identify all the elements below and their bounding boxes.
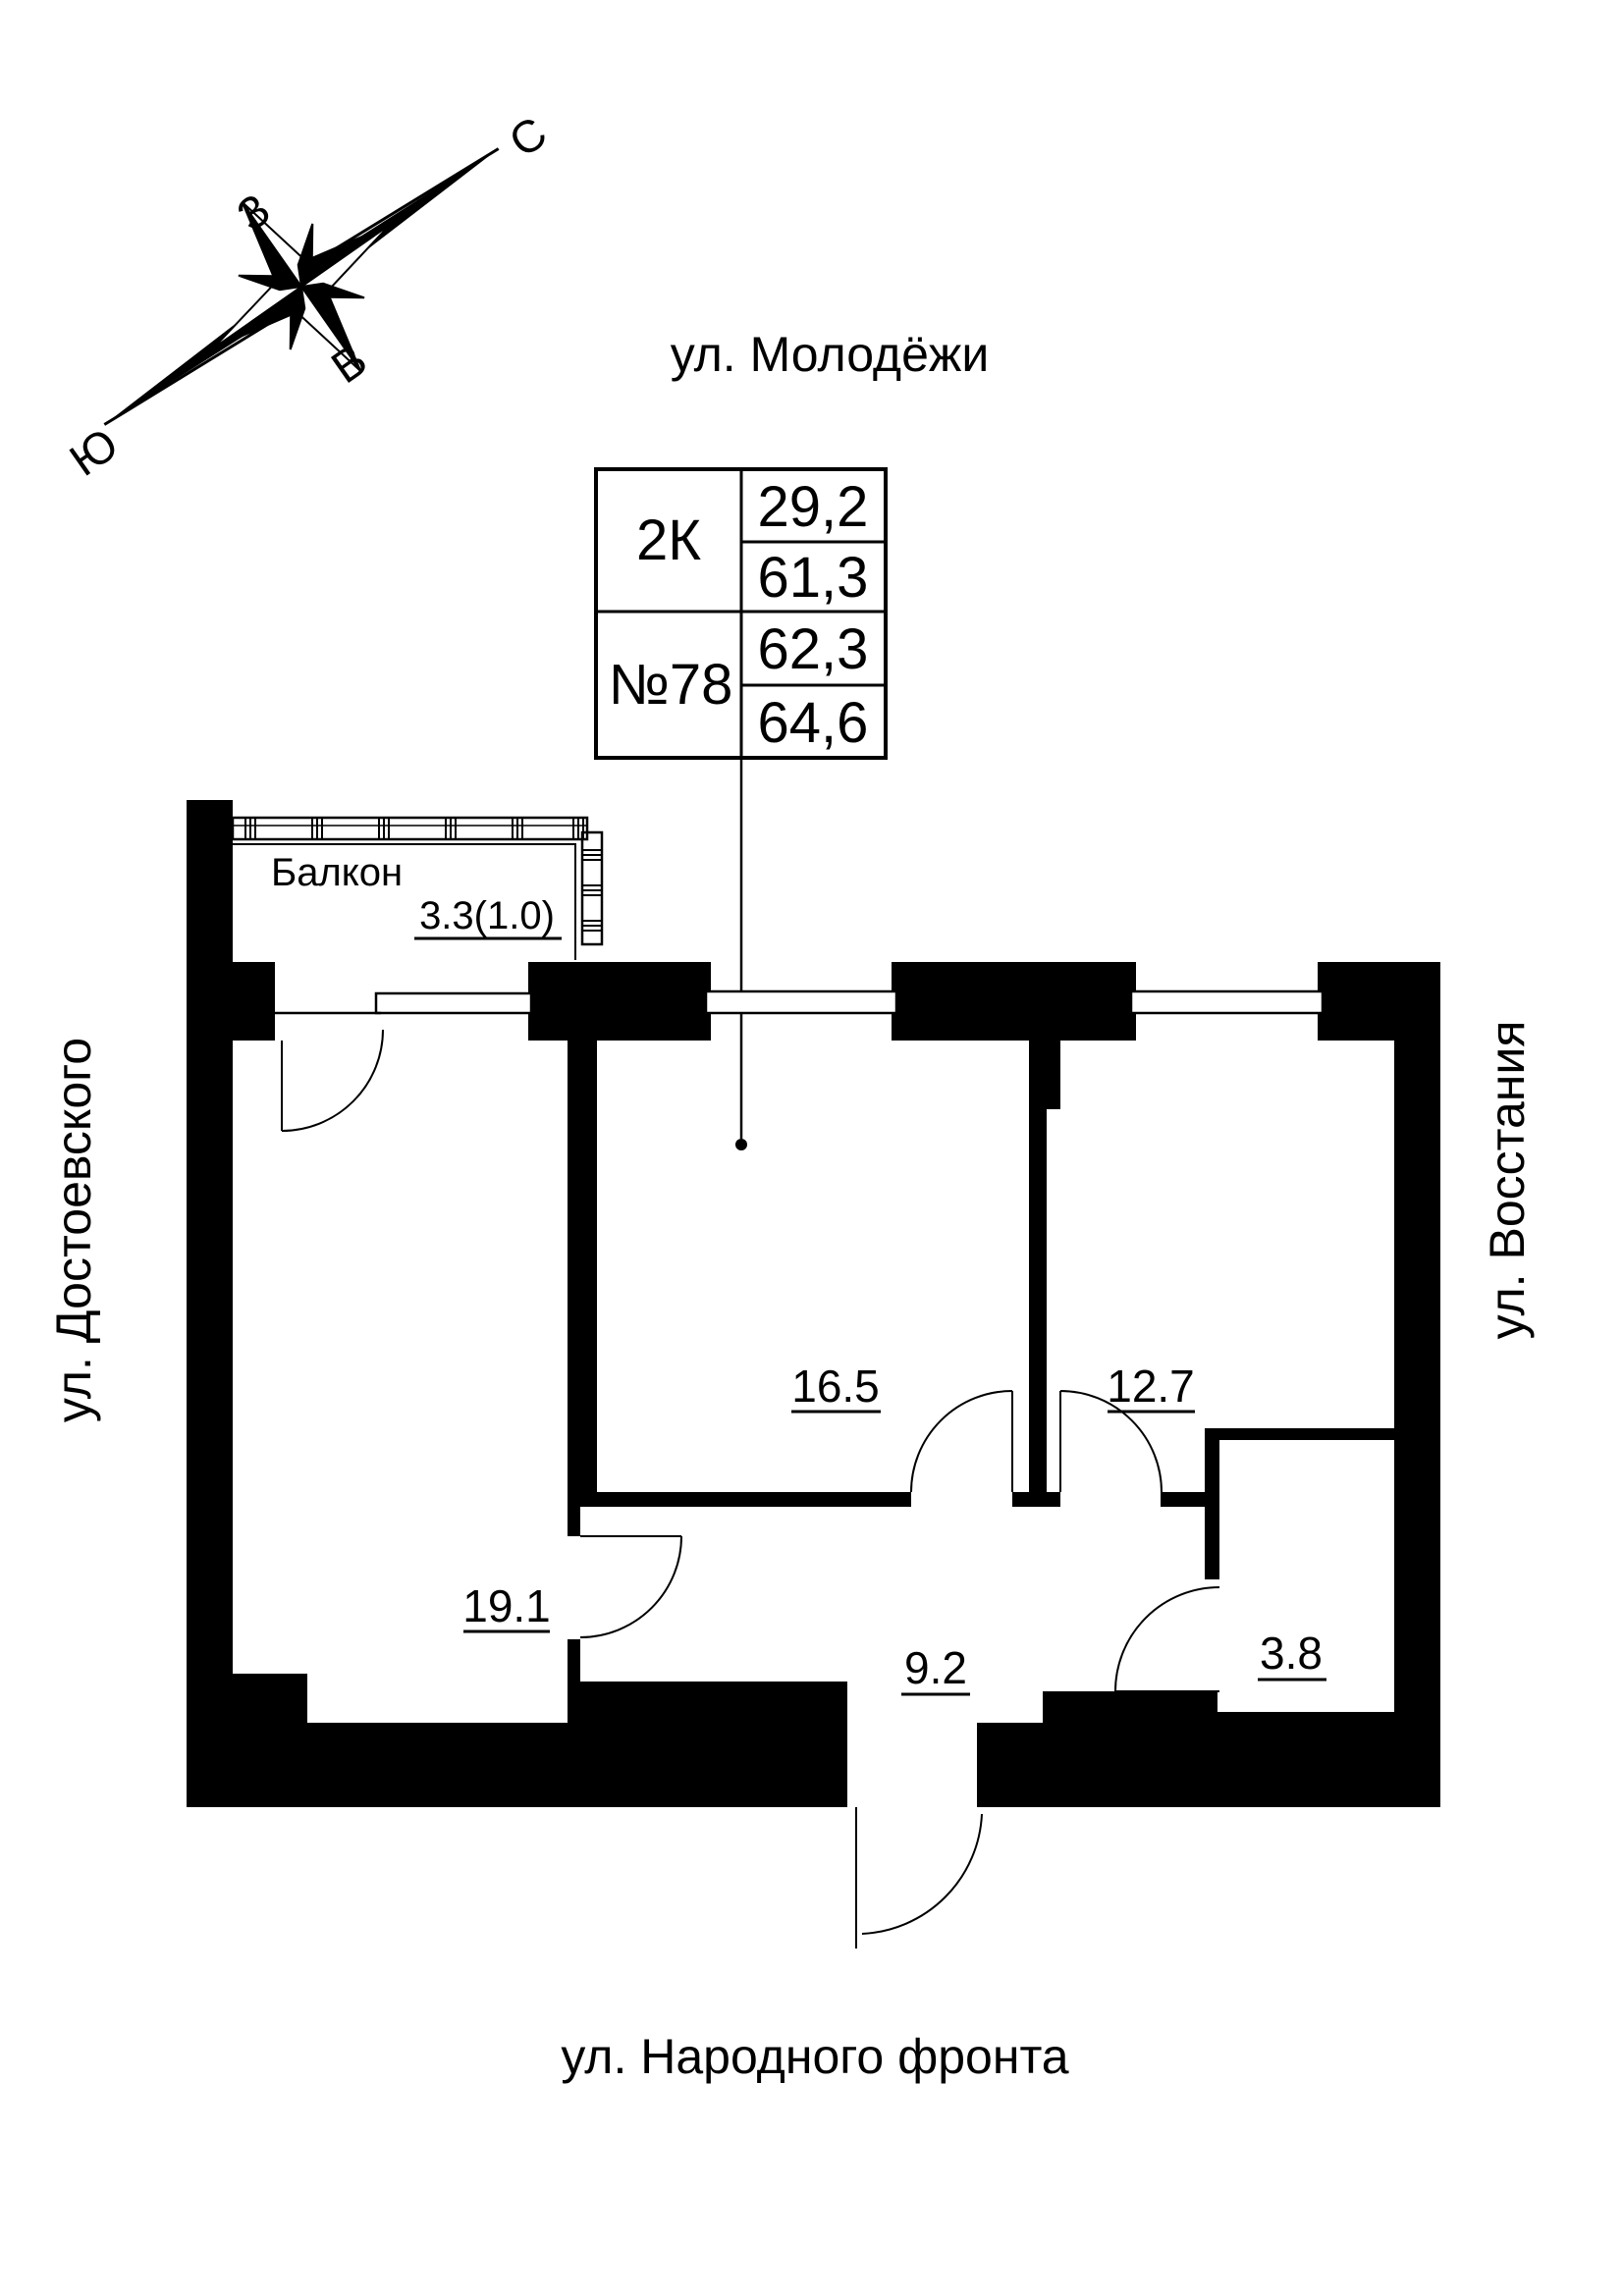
- wall-bottom: [568, 1682, 847, 1807]
- area-value-2: 61,3: [758, 546, 869, 610]
- balcony-inner-line: [233, 843, 576, 960]
- doors: [281, 1029, 1220, 1949]
- room-16-5-door: [910, 1390, 1013, 1493]
- room-12-7-door: [1059, 1390, 1163, 1493]
- wall-segment: [233, 962, 275, 1041]
- windows: [275, 989, 1325, 1015]
- area-value-3: 62,3: [758, 617, 869, 681]
- table-leader-dot: [735, 1139, 747, 1150]
- wall-bottom: [187, 1674, 307, 1807]
- compass-letter-south: Ю: [60, 418, 127, 486]
- area-value-1: 29,2: [758, 475, 869, 539]
- unit-info-table: 2К №78 29,2 61,3 62,3 64,6: [594, 467, 888, 1150]
- wall-interior: [1029, 1041, 1047, 1492]
- area-value-4: 64,6: [758, 691, 869, 755]
- wall-segment: [892, 962, 1136, 1041]
- compass-rose: С З В Ю: [60, 106, 556, 486]
- room-12-7-area-label: 12.7: [1107, 1361, 1195, 1412]
- entrance-door: [855, 1807, 983, 1949]
- wall-bottom: [307, 1723, 568, 1807]
- wall-bottom: [977, 1723, 1217, 1807]
- street-label-top: ул. Молодёжи: [671, 327, 990, 382]
- compass-star: [212, 201, 391, 372]
- wall-left-outer: [187, 800, 233, 1807]
- street-label-right: ул. Восстания: [1480, 1021, 1535, 1340]
- wall-interior: [1161, 1492, 1208, 1507]
- balcony-door: [281, 1029, 384, 1132]
- balcony-window: [374, 991, 533, 1015]
- wall-right-outer: [1394, 962, 1440, 1807]
- walls: [187, 800, 1440, 1807]
- street-label-left: ул. Достоевского: [46, 1038, 101, 1422]
- room-16-5-area-label: 16.5: [791, 1361, 880, 1412]
- balcony-railing: [231, 816, 604, 960]
- wall-bathroom-left: [1205, 1428, 1219, 1579]
- wall-interior: [568, 1041, 597, 1492]
- wall-interior: [1012, 1492, 1060, 1507]
- unit-type-cell: 2К: [636, 508, 701, 572]
- room-labels: Балкон 3.3(1.0) 19.1 16.5 12.7 9.2 3.8: [271, 851, 1326, 1696]
- unit-number-cell: №78: [609, 653, 733, 717]
- street-labels: ул. Молодёжи ул. Достоевского ул. Восста…: [46, 327, 1535, 2084]
- wall-bottom: [1217, 1712, 1440, 1807]
- wall-interior: [580, 1492, 911, 1507]
- window-room-16-5: [704, 989, 898, 1015]
- compass-needle-edge-n: [317, 147, 500, 261]
- window-room-12-7: [1129, 989, 1325, 1015]
- balcony-area-label: 3.3(1.0): [419, 894, 555, 937]
- hallway-area-label: 9.2: [904, 1642, 967, 1693]
- compass-letter-north: С: [500, 106, 556, 167]
- compass-needle-edge-s: [103, 312, 286, 426]
- wall-bathroom-top: [1205, 1428, 1394, 1440]
- wall-interior: [568, 1492, 580, 1536]
- living-room-area-label: 19.1: [462, 1580, 551, 1631]
- wall-interior: [1029, 1041, 1060, 1109]
- balcony-name-label: Балкон: [271, 851, 403, 894]
- wall-segment: [528, 962, 711, 1041]
- street-label-bottom: ул. Народного фронта: [561, 2029, 1068, 2084]
- bathroom-door: [1114, 1586, 1220, 1692]
- wall-bottom: [1043, 1691, 1217, 1723]
- bathroom-area-label: 3.8: [1260, 1628, 1323, 1679]
- living-room-door: [579, 1535, 682, 1638]
